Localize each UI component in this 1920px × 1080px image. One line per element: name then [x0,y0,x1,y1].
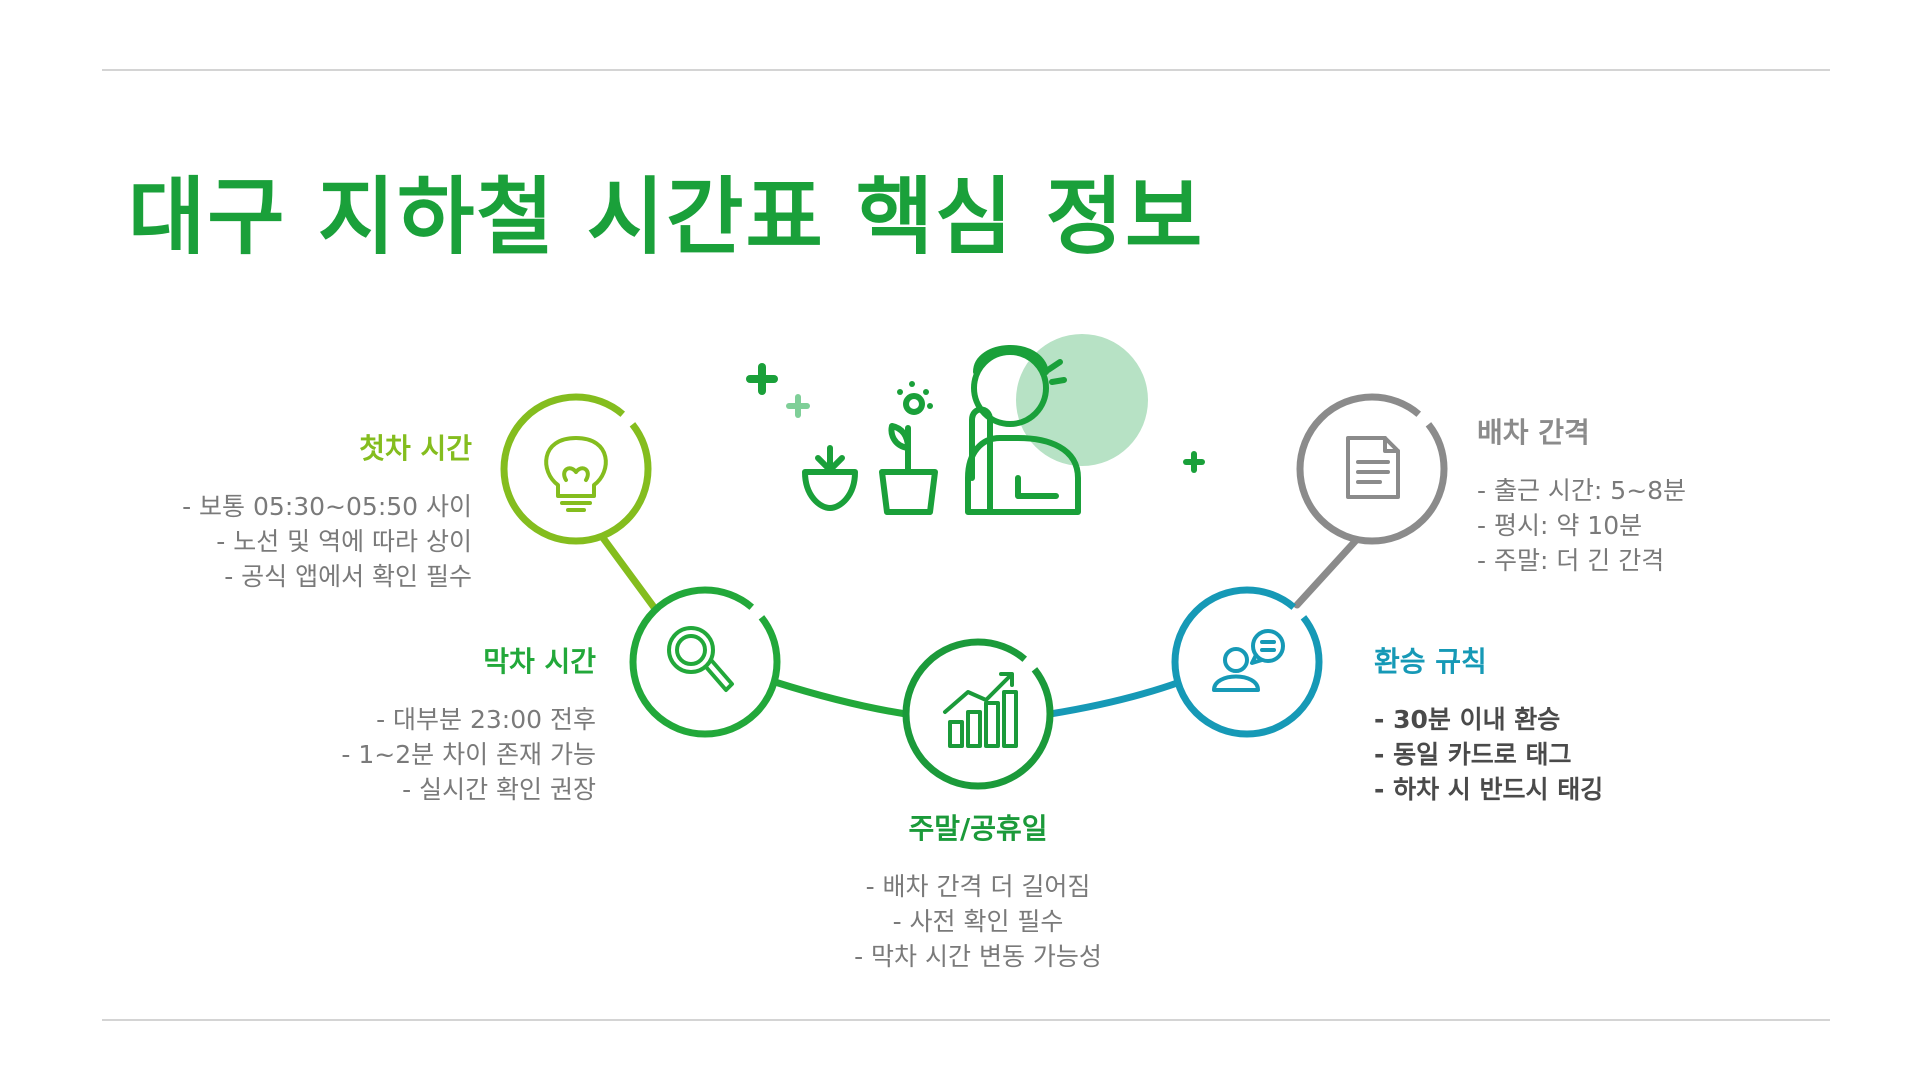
detail-line: - 주말: 더 긴 간격 [1477,546,1665,575]
detail-line: - 막차 시간 변동 가능성 [854,942,1102,971]
top-divider [102,69,1830,71]
detail-line: - 배차 간격 더 길어짐 [865,872,1091,901]
circle-last [629,586,781,738]
bowl-plant-icon [802,445,858,511]
heading-first-train: 첫차 시간 [359,432,472,465]
potted-plant-icon [879,393,938,515]
detail-line: - 하차 시 반드시 태깅 [1374,775,1604,804]
bar-chart-icon [943,672,1018,748]
detail-line: - 노선 및 역에 따라 상이 [216,527,472,556]
heading-last-train: 막차 시간 [483,645,596,678]
illustration-person-plants [746,334,1205,515]
detail-line: - 30분 이내 환승 [1374,705,1561,734]
seed-dots [897,381,933,409]
detail-line: - 사전 확인 필수 [892,907,1064,936]
bottom-divider [102,1019,1830,1021]
sparkle-icon [746,363,1205,473]
sparkle-small-icon [786,394,810,418]
person-icon [965,345,1081,515]
detail-line: - 동일 카드로 태그 [1374,740,1572,769]
magnifier-icon [667,626,734,692]
heading-weekend-holiday: 주말/공휴일 [908,812,1048,845]
detail-line: - 출근 시간: 5~8분 [1477,476,1687,505]
page-title: 대구 지하철 시간표 핵심 정보 [128,168,1205,266]
connector-weekend-transfer [1046,678,1184,718]
document-icon [1346,436,1400,499]
heading-transfer-rules: 환승 규칙 [1374,645,1487,678]
circle-interval [1296,393,1448,545]
user-chat-icon [1212,629,1285,692]
detail-line: - 평시: 약 10분 [1477,511,1643,540]
step-transfer-rules: 환승 규칙 - 30분 이내 환승 - 동일 카드로 태그 - 하차 시 반드시… [1374,640,1834,807]
heading-headway-interval: 배차 간격 [1477,416,1590,449]
step-weekend-holiday: 주말/공휴일 - 배차 간격 더 길어짐 - 사전 확인 필수 - 막차 시간 … [748,807,1208,974]
lightbulb-icon [544,436,608,512]
connector-last-weekend [771,678,910,718]
detail-line: - 1~2분 차이 존재 가능 [341,740,596,769]
step-last-train: 막차 시간 - 대부분 23:00 전후 - 1~2분 차이 존재 가능 - 실… [136,640,596,807]
step-first-train: 첫차 시간 - 보통 05:30~05:50 사이 - 노선 및 역에 따라 상… [12,427,472,594]
detail-line: - 대부분 23:00 전후 [376,705,596,734]
detail-line: - 보통 05:30~05:50 사이 [182,492,472,521]
detail-line: - 공식 앱에서 확인 필수 [224,562,472,591]
step-headway-interval: 배차 간격 - 출근 시간: 5~8분 - 평시: 약 10분 - 주말: 더 … [1477,411,1920,578]
detail-line: - 실시간 확인 권장 [402,775,596,804]
